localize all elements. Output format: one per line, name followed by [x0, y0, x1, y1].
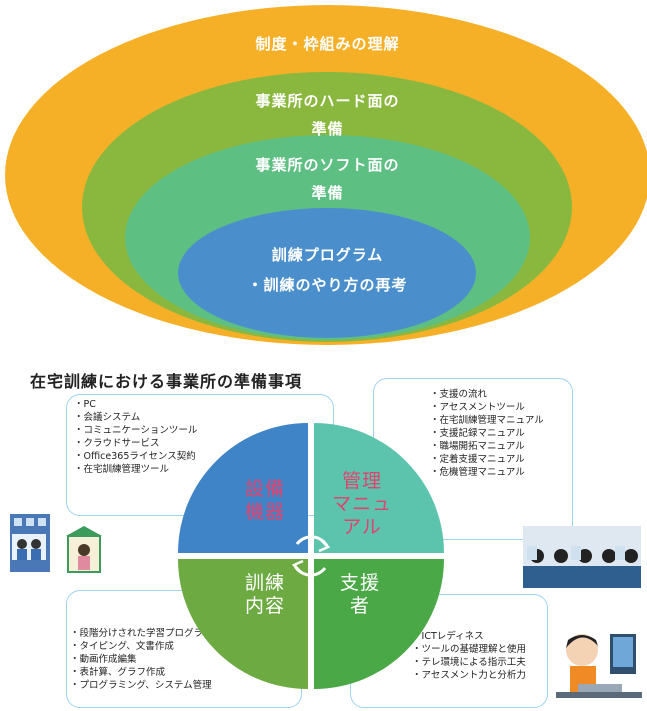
training-list: 段階分けされた学習プログラム タイピング、文書作成 動画作成編集 表計算、グラフ…	[70, 627, 213, 692]
list-item: PC	[74, 398, 197, 411]
list-item: ツールの基礎理解と使用	[412, 643, 527, 656]
list-item: アセスメント力と分析力	[412, 669, 526, 682]
layer-label-program: 訓練プログラム ・訓練のやり方の再考	[247, 246, 408, 294]
layer-label-framework: 制度・枠組みの理解	[255, 35, 400, 53]
quadrant-label-support: 支援 者	[339, 572, 380, 617]
list-item: 職場開拓マニュアル	[430, 440, 544, 453]
list-item: テレ環境による指示工夫	[412, 656, 526, 669]
office-workers-illustration	[523, 526, 641, 588]
quadrant-circle	[178, 423, 444, 689]
quadrant-label-equipment: 設備 機器	[244, 478, 285, 523]
cycle-arrows-icon	[291, 535, 331, 577]
list-item: 段階分けされた学習プログラム	[70, 627, 213, 640]
list-item: ICTレディネス	[412, 630, 526, 643]
equipment-list: PC 会議システム コミュニケーションツール クラウドサービス Office36…	[74, 398, 198, 476]
list-item: 定着支援マニュアル	[430, 453, 544, 466]
person-at-computer-illustration	[556, 634, 642, 698]
list-item: 動画作成編集	[70, 653, 212, 666]
list-item: 支援の流れ	[430, 388, 544, 401]
office-building-illustration	[10, 514, 102, 573]
layer-label-software: 事業所のソフト面の 準備	[255, 156, 400, 202]
section-title: 在宅訓練における事業所の準備事項	[30, 372, 303, 391]
list-item: 支援記録マニュアル	[430, 427, 544, 440]
quadrant-equipment	[178, 423, 308, 553]
layer-label-hardware: 事業所のハード面の 準備	[255, 92, 400, 138]
list-item: クラウドサービス	[74, 437, 197, 450]
list-item: 危機管理マニュアル	[430, 466, 544, 479]
support-list: ICTレディネス ツールの基礎理解と使用 テレ環境による指示工夫 アセスメント力…	[412, 630, 527, 682]
list-item: プログラミング、システム管理	[70, 679, 212, 692]
quadrant-manual	[314, 423, 444, 553]
manual-list: 支援の流れ アセスメントツール 在宅訓練管理マニュアル 支援記録マニュアル 職場…	[430, 388, 544, 479]
list-item: コミュニケーションツール	[74, 424, 198, 437]
list-item: アセスメントツール	[430, 401, 544, 414]
quadrant-training	[178, 559, 308, 689]
quadrant-label-training: 訓練 内容	[244, 572, 285, 617]
list-item: 在宅訓練管理マニュアル	[430, 414, 544, 427]
quadrant-label-manual: 管理 マニュ アル	[331, 470, 392, 538]
program-ellipse-layer	[178, 208, 476, 338]
quadrant-support	[314, 559, 444, 689]
list-item: 在宅訓練管理ツール	[74, 463, 197, 476]
list-item: タイピング、文書作成	[70, 640, 212, 653]
list-item: Office365ライセンス契約	[74, 450, 197, 463]
list-item: 会議システム	[74, 411, 197, 424]
list-item: 表計算、グラフ作成	[70, 666, 212, 679]
